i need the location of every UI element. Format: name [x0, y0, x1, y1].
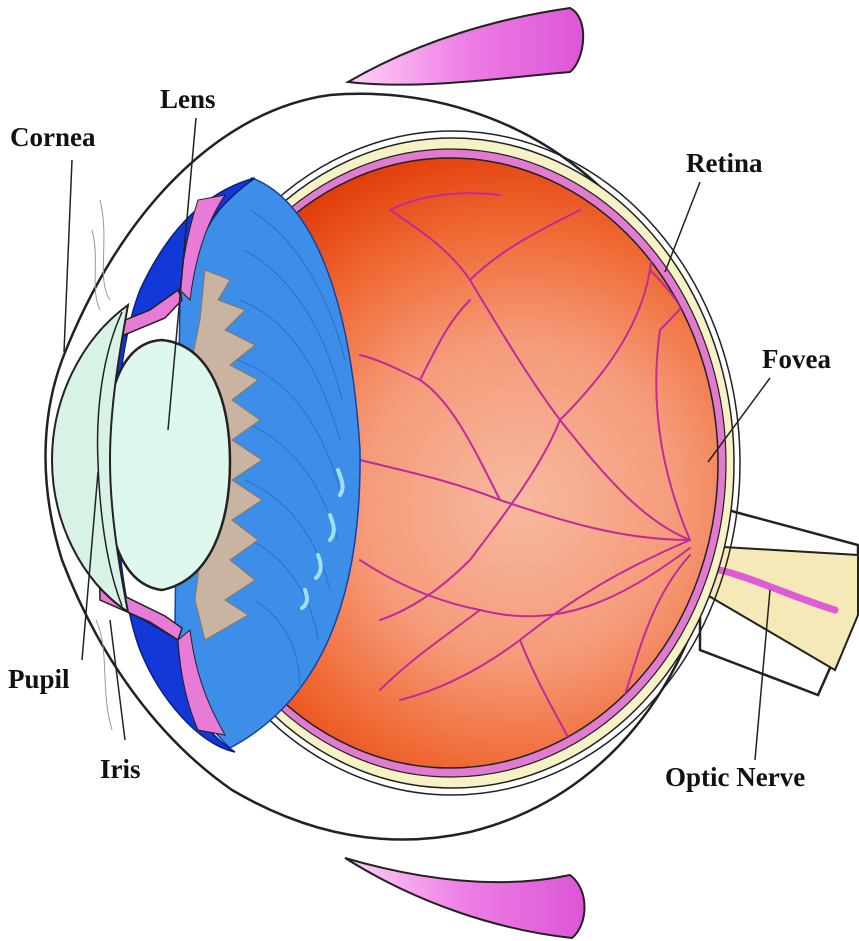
- fovea-label: Fovea: [762, 344, 831, 374]
- pupil-label: Pupil: [8, 664, 70, 694]
- lens: [105, 340, 230, 590]
- retina-label: Retina: [686, 148, 763, 178]
- optic-nerve-label: Optic Nerve: [665, 762, 805, 792]
- lower-eye-muscle: [345, 858, 585, 938]
- iris-label: Iris: [100, 754, 141, 784]
- lens-label: Lens: [160, 84, 216, 114]
- cornea-label: Cornea: [10, 122, 96, 152]
- upper-eye-muscle: [348, 8, 583, 85]
